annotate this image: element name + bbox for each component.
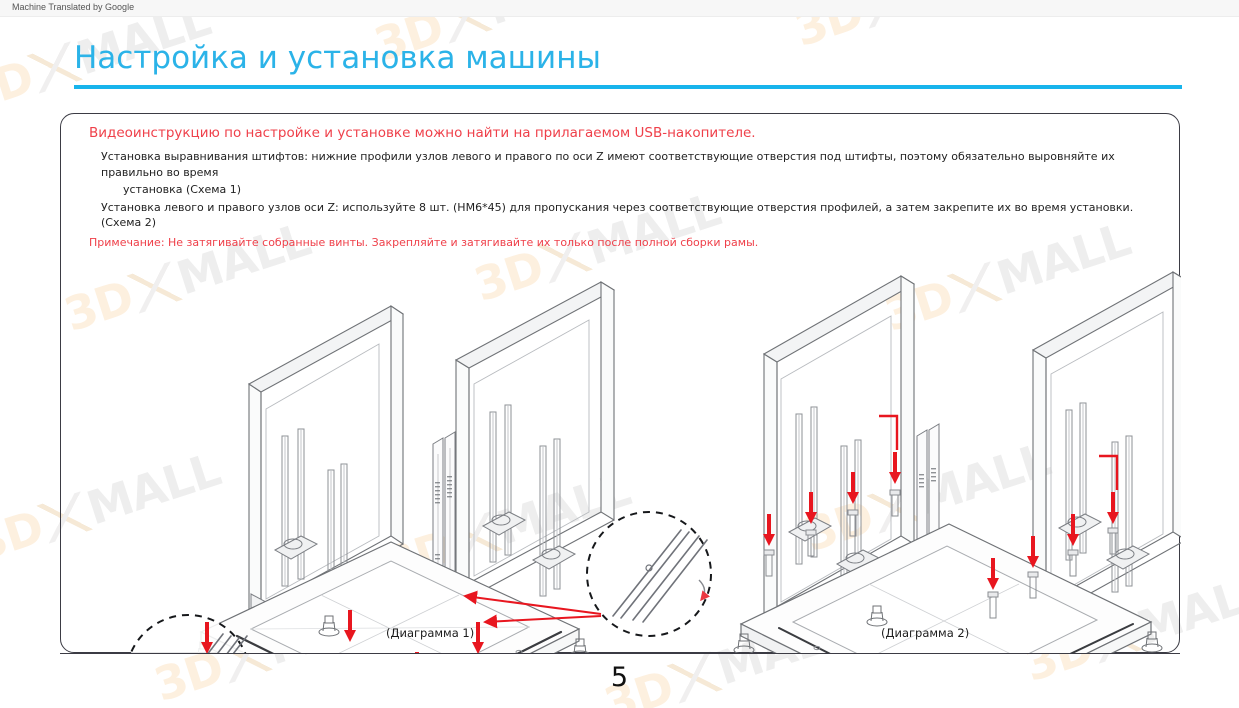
instructions-body: Установка выравнивания штифтов: нижние п… — [89, 149, 1164, 231]
page-title: Настройка и установка машины — [74, 40, 601, 76]
footer-divider — [60, 653, 1180, 654]
diagram-1-drawing — [129, 281, 712, 654]
instructions-paragraph-1: Установка выравнивания штифтов: нижние п… — [101, 150, 1115, 179]
instructions-paragraph-1-continuation: установка (Схема 1) — [123, 183, 242, 196]
content-frame: Видеоинструкцию по настройке и установке… — [60, 113, 1181, 654]
instructions-note: Примечание: Не затягивайте собранные вин… — [89, 235, 759, 249]
page-number: 5 — [610, 662, 629, 693]
diagram-2-caption: (Диаграмма 2) — [881, 626, 970, 640]
diagram-1-caption: (Диаграмма 1) — [386, 626, 475, 640]
instructions-paragraph-2: Установка левого и правого узлов оси Z: … — [101, 200, 1134, 230]
watermark-3d-text: 3D — [0, 499, 50, 572]
instructions-heading: Видеоинструкцию по настройке и установке… — [89, 125, 756, 141]
diagram-2-annotations — [761, 414, 1121, 592]
assembly-diagrams — [129, 271, 1181, 654]
detail-circle-right — [586, 511, 712, 637]
diagram-1-annotations — [199, 590, 602, 654]
watermark-3d-text: 3D — [0, 49, 40, 122]
diagram-area — [61, 224, 1181, 654]
detail-circle-left — [129, 614, 248, 654]
machine-translated-banner: Machine Translated by Google — [0, 0, 1239, 17]
title-divider — [74, 85, 1182, 89]
instructions-block: Видеоинструкцию по настройке и установке… — [89, 123, 1164, 251]
diagram-2-drawing — [733, 271, 1181, 654]
machine-translated-label: Machine Translated by Google — [12, 2, 135, 12]
